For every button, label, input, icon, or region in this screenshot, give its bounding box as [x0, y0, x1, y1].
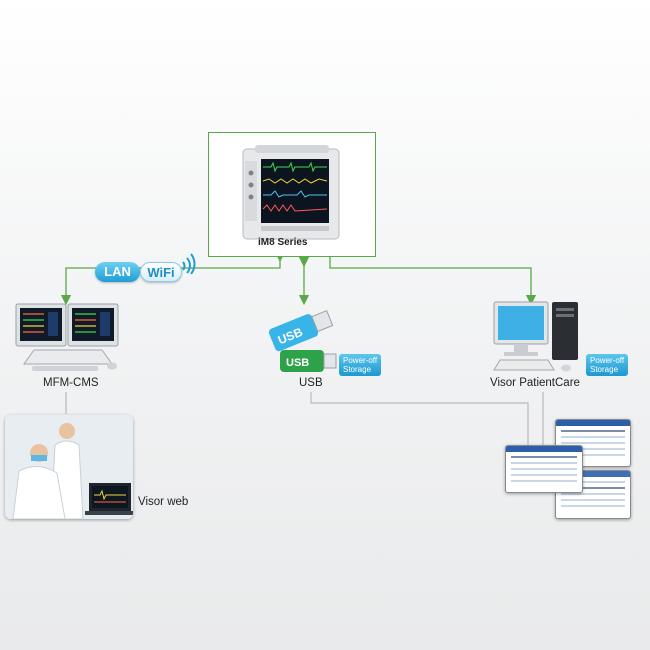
monitor-caption: iM8 Series: [258, 237, 308, 248]
visor-web-label: Visor web: [138, 496, 189, 508]
patient-monitor-icon: [242, 145, 340, 240]
desktop-computer-icon: [493, 301, 578, 372]
svg-text:USB: USB: [286, 357, 309, 369]
software-window-back: [555, 419, 631, 467]
software-window-front: [505, 445, 583, 493]
lan-badge: LAN: [95, 262, 140, 282]
usb-label: USB: [299, 377, 323, 389]
central-monitor-box: [208, 132, 376, 257]
visor-patientcare-label: Visor PatientCare: [490, 377, 580, 389]
wifi-badge: WiFi: [140, 262, 182, 282]
mfm-cms-label: MFM-CMS: [43, 377, 99, 389]
dual-monitor-workstation-icon: [15, 303, 119, 371]
usb-storage-badge: Power-off Storage: [339, 354, 382, 376]
patientcare-storage-badge: Power-off Storage: [586, 354, 629, 376]
doctors-laptop-photo: [5, 415, 133, 519]
usb-drive-icon: USB USB: [268, 309, 337, 372]
wifi-signal-icon: [182, 253, 196, 274]
